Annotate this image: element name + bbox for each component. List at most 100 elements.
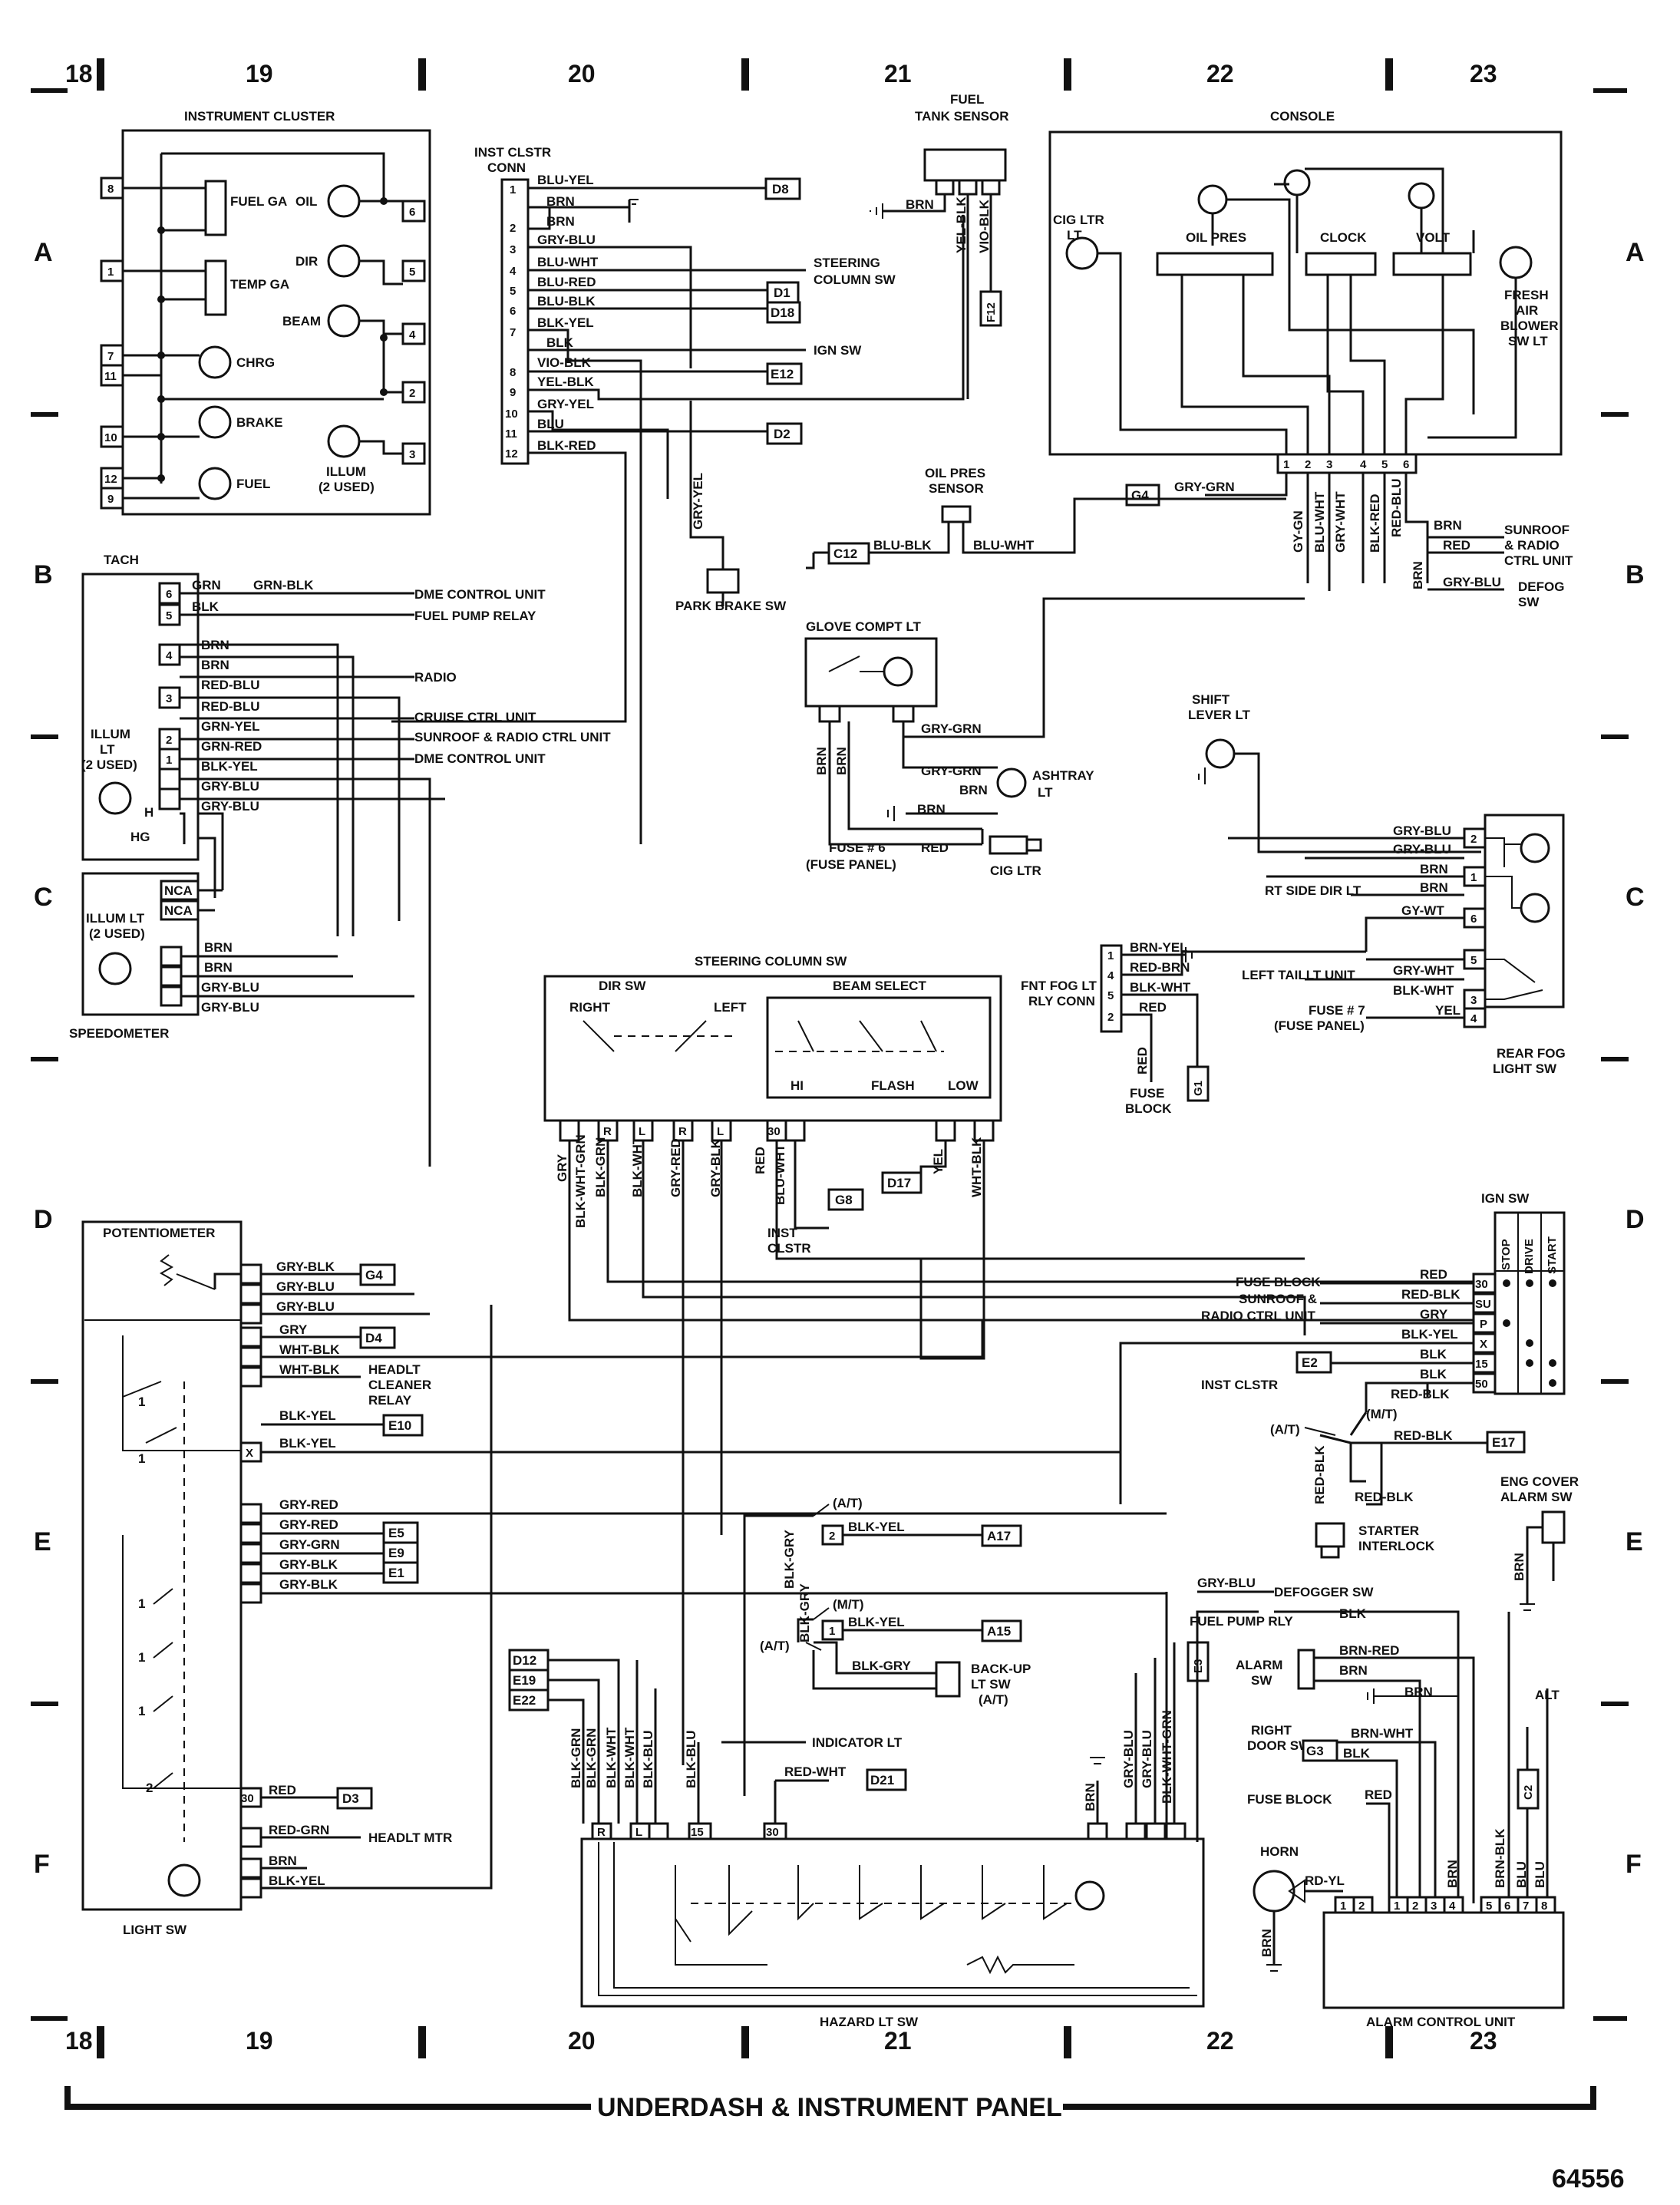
svg-text:BRN: BRN: [201, 638, 229, 652]
svg-text:DME CONTROL UNIT: DME CONTROL UNIT: [414, 751, 546, 766]
svg-text:30: 30: [766, 1826, 779, 1839]
svg-text:5: 5: [409, 266, 415, 279]
svg-text:GRY-RED: GRY-RED: [279, 1517, 338, 1532]
svg-text:3: 3: [1326, 458, 1332, 471]
svg-text:GRN-BLK: GRN-BLK: [253, 578, 314, 593]
svg-text:FRESH: FRESH: [1504, 288, 1549, 302]
svg-text:1: 1: [107, 266, 114, 279]
svg-text:4: 4: [166, 649, 173, 662]
svg-text:RED-BLK: RED-BLK: [1312, 1445, 1327, 1504]
svg-text:10: 10: [505, 408, 518, 421]
svg-text:LT: LT: [1067, 228, 1082, 243]
svg-text:LT: LT: [1038, 785, 1053, 800]
svg-text:BLU-BLK: BLU-BLK: [537, 294, 596, 309]
svg-text:E17: E17: [1492, 1435, 1515, 1450]
svg-text:STOP: STOP: [1500, 1239, 1513, 1270]
svg-text:8: 8: [510, 366, 516, 379]
svg-text:DOOR SW: DOOR SW: [1247, 1738, 1312, 1753]
svg-text:GRY-BLK: GRY-BLK: [276, 1259, 335, 1274]
grid-col-bottom-19: 19: [246, 2027, 273, 2055]
svg-text:RED-BLK: RED-BLK: [1394, 1428, 1453, 1443]
svg-text:LIGHT SW: LIGHT SW: [123, 1923, 187, 1937]
dir-bulb-icon: [327, 244, 361, 278]
svg-text:BRN: BRN: [269, 1853, 297, 1868]
svg-text:BLK-BLU: BLK-BLU: [641, 1730, 655, 1788]
svg-text:6: 6: [166, 588, 172, 601]
svg-text:5: 5: [1470, 954, 1477, 967]
figure-number: 64556: [1552, 2164, 1625, 2193]
svg-text:BRN-WHT: BRN-WHT: [1351, 1726, 1414, 1741]
svg-text:GRY-BLU: GRY-BLU: [201, 799, 259, 814]
svg-text:SUNROOF & RADIO CTRL UNIT: SUNROOF & RADIO CTRL UNIT: [414, 730, 611, 744]
svg-text:5: 5: [510, 285, 516, 298]
svg-text:BRN: BRN: [834, 747, 849, 775]
svg-text:4: 4: [1470, 1012, 1477, 1025]
svg-text:4: 4: [1360, 458, 1367, 471]
svg-text:1: 1: [1107, 949, 1114, 962]
grid-col-top-19: 19: [246, 60, 273, 87]
svg-text:2: 2: [1470, 833, 1477, 846]
beam-bulb-icon: [327, 304, 361, 338]
svg-text:BLK-YEL: BLK-YEL: [848, 1520, 905, 1534]
svg-text:7: 7: [107, 350, 114, 363]
svg-text:1: 1: [138, 1451, 145, 1466]
svg-text:SW: SW: [1251, 1673, 1272, 1688]
svg-text:C12: C12: [833, 546, 857, 561]
svg-text:GLOVE COMPT LT: GLOVE COMPT LT: [806, 619, 921, 634]
svg-text:BLK-BLU: BLK-BLU: [684, 1730, 698, 1788]
clock-bulb-icon: [1283, 169, 1311, 196]
svg-text:10: 10: [104, 431, 117, 444]
glove-compt-bulb-icon: [883, 656, 913, 687]
svg-text:3: 3: [1470, 994, 1477, 1007]
grid-frame: 18 19 20 21 22 23 18 19 20 21 22 23 A B …: [31, 58, 1645, 2058]
svg-text:ALT: ALT: [1535, 1688, 1560, 1702]
svg-text:BRN: BRN: [204, 960, 233, 975]
svg-text:HEADLT: HEADLT: [368, 1362, 421, 1377]
svg-text:9: 9: [107, 493, 114, 506]
svg-text:FNT FOG LT: FNT FOG LT: [1021, 979, 1097, 993]
brake-bulb-icon: [198, 405, 232, 439]
console: CONSOLE CIG LTR LT OIL PRES CLOCK VOLT F…: [1048, 109, 1573, 609]
svg-text:GRY-WHT: GRY-WHT: [1393, 963, 1454, 978]
svg-text:FUEL GA: FUEL GA: [230, 194, 287, 209]
svg-text:2: 2: [166, 734, 172, 747]
fnt-fog-lt-rly-conn: FNT FOG LT RLY CONN 1 4 5 2 BRN-YEL RED-…: [1021, 940, 1366, 1116]
svg-text:GRY-GRN: GRY-GRN: [921, 721, 982, 736]
svg-text:BRN-YEL: BRN-YEL: [1130, 940, 1188, 955]
svg-text:IGN SW: IGN SW: [814, 343, 862, 358]
svg-text:LEVER LT: LEVER LT: [1188, 708, 1251, 722]
svg-text:L: L: [635, 1826, 642, 1839]
svg-text:BRN: BRN: [1512, 1553, 1527, 1581]
grid-row-right-b: B: [1626, 560, 1645, 589]
svg-text:BLK-WHT: BLK-WHT: [1130, 980, 1191, 995]
svg-text:ILLUM: ILLUM: [91, 727, 130, 741]
svg-text:GRY-YEL: GRY-YEL: [537, 397, 594, 411]
svg-text:AIR: AIR: [1516, 303, 1538, 318]
svg-text:GRY-BLU: GRY-BLU: [1393, 824, 1451, 838]
svg-text:(2 USED): (2 USED): [319, 480, 375, 494]
svg-text:9: 9: [510, 386, 516, 399]
svg-text:GRY-BLK: GRY-BLK: [279, 1557, 338, 1572]
svg-text:DEFOG: DEFOG: [1518, 579, 1564, 594]
svg-text:3: 3: [166, 692, 172, 705]
svg-text:50: 50: [1475, 1378, 1488, 1391]
svg-text:PARK BRAKE SW: PARK BRAKE SW: [675, 599, 787, 613]
grid-row-right-a: A: [1626, 238, 1645, 267]
ashtray-bulb-icon: [996, 767, 1027, 798]
svg-text:GRY-WHT: GRY-WHT: [1333, 491, 1348, 553]
svg-text:D3: D3: [342, 1791, 359, 1806]
svg-text:D2: D2: [774, 427, 790, 441]
svg-text:COLUMN SW: COLUMN SW: [814, 272, 896, 287]
alarm-control-unit: GRY-BLU DEFOGGER SW FUEL PUMP RLY BLK AL…: [1165, 1576, 1565, 2029]
svg-text:CRUISE CTRL UNIT: CRUISE CTRL UNIT: [414, 710, 536, 725]
svg-text:CONN: CONN: [487, 160, 526, 175]
svg-text:7: 7: [1523, 1900, 1529, 1913]
svg-text:FUSE # 7: FUSE # 7: [1309, 1003, 1365, 1018]
svg-text:5: 5: [1486, 1900, 1492, 1913]
svg-text:7: 7: [510, 326, 516, 339]
svg-text:11: 11: [505, 427, 517, 441]
svg-text:BLU-RED: BLU-RED: [537, 275, 596, 289]
svg-text:BRN: BRN: [1339, 1663, 1368, 1678]
svg-text:12: 12: [104, 473, 117, 486]
svg-text:ALARM CONTROL UNIT: ALARM CONTROL UNIT: [1366, 2015, 1516, 2029]
